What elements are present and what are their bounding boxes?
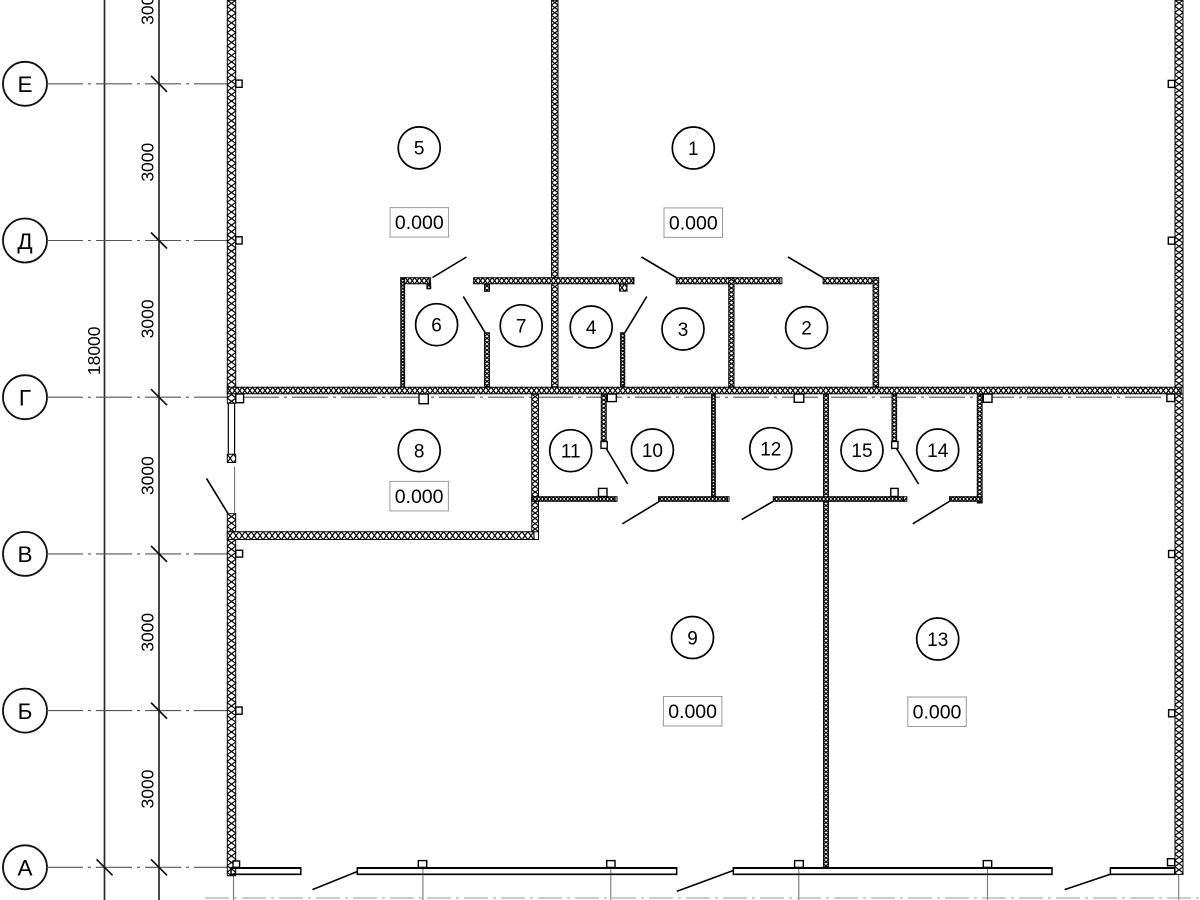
svg-text:Д: Д xyxy=(17,229,32,254)
svg-text:6: 6 xyxy=(431,316,442,337)
svg-text:3000: 3000 xyxy=(138,456,158,495)
svg-text:2: 2 xyxy=(801,318,812,339)
svg-text:7: 7 xyxy=(516,317,527,338)
svg-text:В: В xyxy=(17,542,32,567)
svg-text:15: 15 xyxy=(851,441,872,462)
svg-text:3000: 3000 xyxy=(138,299,158,338)
svg-text:Е: Е xyxy=(17,72,32,97)
svg-text:13: 13 xyxy=(927,630,948,651)
svg-text:11: 11 xyxy=(561,442,581,463)
svg-text:3000: 3000 xyxy=(138,142,158,181)
svg-text:0.000: 0.000 xyxy=(913,702,962,724)
svg-text:0.000: 0.000 xyxy=(669,213,718,235)
svg-text:12: 12 xyxy=(760,440,781,461)
svg-text:10: 10 xyxy=(642,441,663,462)
svg-text:8: 8 xyxy=(414,441,425,462)
svg-text:0.000: 0.000 xyxy=(395,212,444,234)
svg-text:0.000: 0.000 xyxy=(668,701,717,723)
svg-text:Б: Б xyxy=(18,699,33,724)
svg-text:А: А xyxy=(17,856,32,881)
svg-text:5: 5 xyxy=(414,139,425,160)
svg-text:14: 14 xyxy=(927,441,949,462)
svg-text:0.000: 0.000 xyxy=(395,486,444,508)
svg-text:18000: 18000 xyxy=(84,326,104,375)
svg-text:1: 1 xyxy=(688,139,699,160)
svg-text:Г: Г xyxy=(19,386,31,411)
svg-text:3: 3 xyxy=(678,320,689,341)
svg-text:9: 9 xyxy=(687,628,698,649)
svg-text:4: 4 xyxy=(586,318,597,339)
svg-text:3000: 3000 xyxy=(138,0,158,25)
svg-text:3000: 3000 xyxy=(138,769,158,808)
svg-text:3000: 3000 xyxy=(138,613,158,652)
